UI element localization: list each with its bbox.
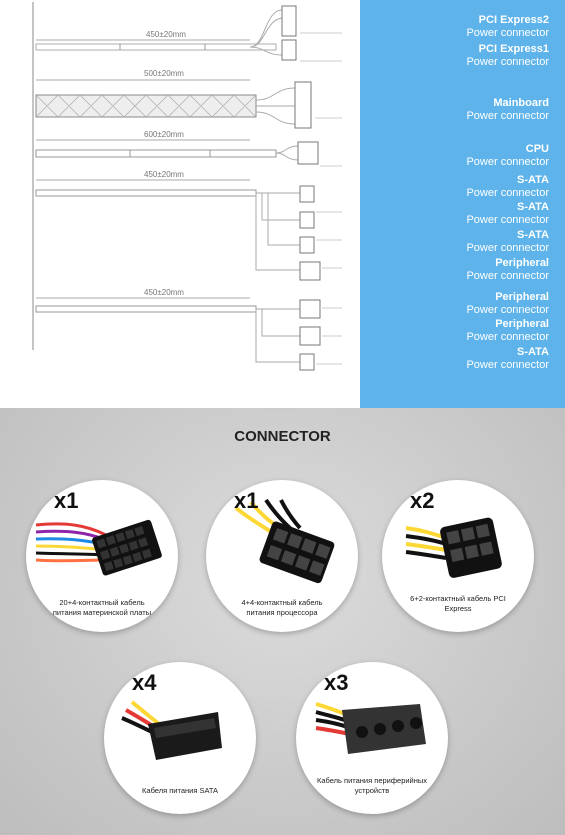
- label-title: S-ATA: [517, 346, 549, 358]
- label-pci-express2: PCI Express2 Power connector: [466, 14, 549, 40]
- caption-line: 20+4-контактный кабель: [59, 598, 145, 607]
- label-subtitle: Power connector: [466, 187, 549, 199]
- cpu-8pin-connector-icon: [234, 498, 335, 584]
- dimension-label: 450±20mm: [144, 170, 184, 179]
- caption-line: питания материнской платы: [52, 608, 152, 617]
- label-title: PCI Express2: [478, 14, 549, 26]
- label-pci-express1: PCI Express1 Power connector: [466, 43, 549, 69]
- label-subtitle: Power connector: [466, 270, 549, 282]
- quantity-label: x3: [324, 670, 349, 695]
- label-subtitle: Power connector: [466, 27, 549, 39]
- connector-card-pci-express: x2 6+2-контактный кабель PCI Express: [382, 480, 534, 632]
- cable-diagram-section: 450±20mm 500±20mm 600±20mm: [0, 0, 565, 408]
- label-subtitle: Power connector: [466, 156, 549, 168]
- label-title: S-ATA: [517, 174, 549, 186]
- connector-caption: 6+2-контактный кабель PCI Express: [392, 594, 524, 614]
- label-title: CPU: [525, 143, 549, 155]
- pcie-8pin-connector-icon: [405, 517, 502, 578]
- label-peripheral-2: Peripheral Power connector: [466, 291, 549, 317]
- label-title: S-ATA: [517, 201, 549, 213]
- label-subtitle: Power connector: [466, 110, 549, 122]
- dimension-label: 600±20mm: [144, 130, 184, 139]
- label-subtitle: Power connector: [466, 56, 549, 68]
- connector-caption: 4+4-контактный кабель питания процессора: [216, 598, 348, 618]
- label-title: Peripheral: [495, 257, 549, 269]
- dimension-label: 450±20mm: [146, 30, 186, 39]
- label-subtitle: Power connector: [466, 359, 549, 371]
- label-title: PCI Express1: [478, 43, 549, 55]
- label-subtitle: Power connector: [466, 242, 549, 254]
- atx-24pin-connector-icon: [35, 519, 162, 576]
- connector-card-peripheral: x3 Кабель питания периферийных устройств: [296, 662, 448, 814]
- dimension-label: 500±20mm: [144, 69, 184, 78]
- label-sata-4: S-ATA Power connector: [466, 346, 549, 372]
- pci-cable: 450±20mm: [35, 5, 297, 61]
- sata-connector-icon: [121, 700, 222, 760]
- caption-line: питания процессора: [246, 608, 318, 617]
- label-sata-3: S-ATA Power connector: [466, 229, 549, 255]
- quantity-label: x1: [234, 488, 259, 513]
- connector-card-mainboard: x1 20+4-контактный кабель питания матери…: [26, 480, 178, 632]
- label-title: Mainboard: [493, 97, 549, 109]
- molex-connector-icon: [315, 702, 426, 754]
- label-mainboard: Mainboard Power connector: [466, 97, 549, 123]
- label-panel: [360, 0, 565, 408]
- section-title: CONNECTOR: [234, 428, 331, 445]
- connector-caption: Кабель питания периферийных устройств: [306, 776, 438, 796]
- caption-line: устройств: [354, 786, 390, 795]
- label-subtitle: Power connector: [466, 331, 549, 343]
- label-subtitle: Power connector: [466, 214, 549, 226]
- peripheral-cable: 450±20mm: [35, 288, 321, 371]
- cpu-cable: 600±20mm: [35, 130, 319, 165]
- label-title: Peripheral: [495, 291, 549, 303]
- connector-caption: Кабеля питания SATA: [114, 786, 246, 796]
- caption-line: Кабеля питания SATA: [142, 786, 218, 795]
- label-title: S-ATA: [517, 229, 549, 241]
- caption-line: 6+2-контактный кабель PCI: [410, 594, 506, 603]
- quantity-label: x2: [410, 488, 435, 513]
- label-peripheral-3: Peripheral Power connector: [466, 318, 549, 344]
- pointer-lines: [300, 32, 342, 365]
- cable-diagram: 450±20mm 500±20mm 600±20mm: [32, 2, 342, 371]
- label-peripheral-1: Peripheral Power connector: [466, 257, 549, 283]
- caption-line: Express: [444, 604, 472, 613]
- dimension-label: 450±20mm: [144, 288, 184, 297]
- mainboard-cable: 500±20mm: [35, 69, 312, 129]
- label-sata-2: S-ATA Power connector: [466, 201, 549, 227]
- sata-cable: 450±20mm: [35, 170, 321, 281]
- caption-line: 4+4-контактный кабель: [241, 598, 323, 607]
- label-subtitle: Power connector: [466, 304, 549, 316]
- label-cpu: CPU Power connector: [466, 143, 549, 169]
- quantity-label: x4: [132, 670, 157, 695]
- connector-caption: 20+4-контактный кабель питания материнск…: [36, 598, 168, 618]
- connector-card-cpu: x1 4+4-контактный кабель питания процесс…: [206, 480, 358, 632]
- connector-section: CONNECTOR x1 20+4-контактный кабель пита…: [0, 408, 565, 835]
- label-sata-1: S-ATA Power connector: [466, 174, 549, 200]
- label-title: Peripheral: [495, 318, 549, 330]
- caption-line: Кабель питания периферийных: [316, 776, 428, 785]
- connector-card-sata: x4 Кабеля питания SATA: [104, 662, 256, 814]
- quantity-label: x1: [54, 488, 79, 513]
